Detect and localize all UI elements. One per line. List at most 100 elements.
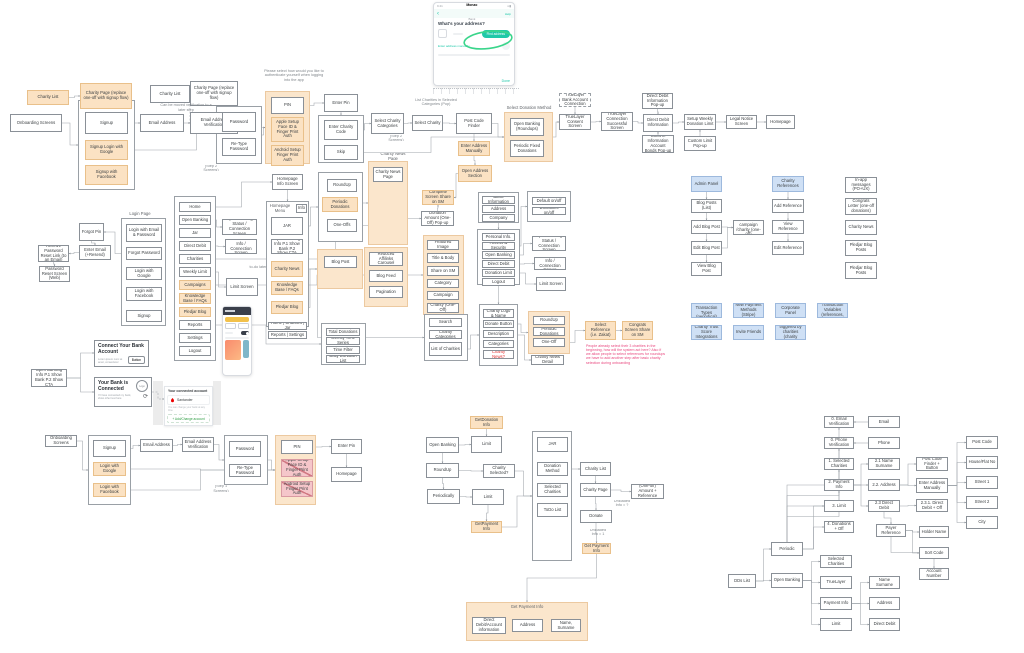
node-homepage1[interactable]: Homepage: [766, 115, 795, 129]
node-m-kb[interactable]: Knowledge Base / FAQs: [179, 293, 211, 304]
node-ntruelayer[interactable]: TrueLayer: [820, 576, 852, 589]
node-s-ob[interactable]: Open Banking: [482, 251, 515, 259]
node-inapp[interactable]: In-app messages (PO+UX): [845, 177, 877, 193]
node-donate3[interactable]: Donate: [580, 510, 612, 523]
node-ru-roundup[interactable]: RoundUp: [327, 179, 357, 192]
node-periodically3[interactable]: Periodically: [427, 489, 460, 504]
node-s-comp[interactable]: Company: [482, 214, 515, 222]
node-t-jar[interactable]: JAR: [537, 437, 568, 452]
node-nt-vars[interactable]: New Transaction Variables (references, c…: [817, 303, 848, 318]
node-addref[interactable]: Add Reference: [772, 199, 804, 213]
node-openaddr1[interactable]: Open Address Section: [458, 165, 492, 182]
node-ru-oneoff[interactable]: One-Offs: [327, 219, 357, 232]
node-t-selected[interactable]: Selected Charities: [537, 483, 568, 497]
node-charityrefs[interactable]: Charity References: [772, 176, 804, 192]
node-tlbank1[interactable]: TrueLayer Bank Account Connection: [559, 93, 591, 107]
node-forgotpin1[interactable]: Forgot Pin: [79, 223, 104, 241]
node-r-time[interactable]: Time Filter: [326, 346, 360, 354]
enter-address-manually-link[interactable]: Enter address manually: [438, 44, 470, 48]
node-lp-email1[interactable]: Login with Email & Password: [126, 224, 162, 242]
refresh-icon[interactable]: ⟳: [142, 394, 148, 400]
node-recvreset1[interactable]: Receive Password Reset Link (to an Email…: [38, 245, 69, 262]
node-limitscr1[interactable]: Limit Screen: [226, 278, 258, 296]
node-password2[interactable]: Password: [229, 441, 261, 457]
mini-card-teal[interactable]: [242, 340, 249, 358]
node-bp-oc1[interactable]: [317, 249, 363, 289]
node-enteraddr1[interactable]: Enter Address Manually: [458, 141, 490, 156]
node-ddinfo1[interactable]: Direct Debit Information: [643, 114, 673, 132]
node-cnp-w[interactable]: Charity News Page: [373, 167, 403, 182]
node-m-reports[interactable]: Reports: [179, 320, 211, 330]
address-input-placeholder[interactable]: [453, 32, 463, 35]
node-npcfinder[interactable]: Post Code Finder + Button: [916, 457, 948, 471]
node-hm-jar[interactable]: JAR: [271, 217, 303, 235]
mini-chip-right[interactable]: [237, 323, 249, 329]
mini-primary-button[interactable]: [225, 316, 249, 322]
add-change-account-link[interactable]: + Add/Change account: [167, 414, 210, 423]
node-m-jar[interactable]: Jar: [179, 228, 211, 238]
node-ddpopup1[interactable]: Direct Debit Information Pop-up: [642, 93, 673, 109]
node-n23dd[interactable]: 2.3 Direct Debit: [868, 500, 900, 512]
node-cpage3[interactable]: Charity Page: [580, 483, 611, 497]
node-m-logout[interactable]: Logout: [179, 346, 211, 356]
node-ob3[interactable]: Open Banking: [426, 437, 459, 453]
node-s-basic[interactable]: Basic Information: [482, 196, 515, 204]
node-limitscr2[interactable]: Limit Screen: [536, 277, 566, 291]
node-nemail[interactable]: Email: [868, 416, 900, 428]
node-f-title[interactable]: Title & Body: [427, 253, 459, 263]
node-enterpin2[interactable]: Enter Pin: [331, 439, 362, 454]
node-corp-panel[interactable]: Corporate Panel: [775, 303, 806, 318]
node-t-todo[interactable]: ToDo List: [537, 503, 568, 517]
node-hm-tab1[interactable]: Home | Charities | Jar: [268, 322, 307, 330]
node-apple1[interactable]: Apple Setup Face ID & Finger Print Auth: [271, 117, 304, 142]
node-homepage2[interactable]: Homepage: [331, 467, 362, 482]
node-enterpin1[interactable]: Enter Pin: [324, 94, 358, 112]
node-getpay-o1[interactable]: GetPayment Info: [471, 521, 502, 533]
node-n21name[interactable]: 2.1 Name Surname: [868, 458, 900, 470]
node-nhouse[interactable]: House/Flat No: [966, 456, 998, 469]
connect-bank-card[interactable]: Connect Your Bank Account Lorem ipsum nu…: [94, 340, 149, 367]
voice-icon[interactable]: [502, 42, 510, 50]
node-onboarding1[interactable]: Onboarding Screens: [10, 114, 62, 132]
node-m-campaigns[interactable]: Campaigns: [179, 280, 211, 290]
node-ru2-oneoff[interactable]: One-Off: [533, 338, 565, 347]
node-c-cat[interactable]: Categories: [483, 340, 514, 348]
connect-bank-button[interactable]: Button: [127, 356, 145, 364]
node-nstreet1[interactable]: Street 1: [966, 476, 998, 489]
node-nselchar2[interactable]: Selected Charities: [820, 555, 852, 568]
node-hm-tab2[interactable]: Reports | Settings: [268, 331, 307, 339]
node-d-default[interactable]: Default on/off: [532, 197, 566, 205]
node-addblog[interactable]: Add Blog Post: [691, 220, 722, 234]
node-nlimit2[interactable]: Limit: [820, 618, 852, 631]
node-affil-pag[interactable]: Pagination: [369, 286, 403, 298]
node-npayerref[interactable]: Payer Reference: [876, 524, 906, 537]
node-email2[interactable]: Email Address: [140, 439, 173, 452]
node-tlsuccess1[interactable]: TrueLayer Connection Successful Screen: [601, 112, 633, 131]
mini-card-coral[interactable]: [225, 340, 241, 360]
node-retype1[interactable]: Re-Type Password: [222, 138, 256, 156]
node-c-logo[interactable]: Charity Logo & Name: [483, 309, 514, 318]
node-obstatus2[interactable]: Open Banking Status / Connection Screen: [532, 236, 566, 251]
node-selcharity1[interactable]: Select Charity: [412, 115, 443, 131]
node-cndetail1[interactable]: Charity News Detail: [531, 355, 564, 365]
node-s-dd[interactable]: Direct Debit: [482, 260, 515, 268]
node-ob-roundups1[interactable]: Open Banking (Roundups): [510, 118, 544, 136]
node-affil-carousel[interactable]: Reduced Affilinks Carousel: [369, 252, 403, 266]
node-hm-cn[interactable]: Charity News: [271, 261, 303, 277]
node-signup-fb1[interactable]: Signup with Facebook: [85, 165, 128, 185]
node-charitynews-r[interactable]: Charity News: [845, 220, 877, 235]
node-nperiodic[interactable]: Periodic: [771, 542, 803, 556]
node-lg-google2[interactable]: Login with Google: [93, 462, 126, 476]
node-s-personal[interactable]: Personal Info.: [482, 233, 515, 241]
node-setuplimit1[interactable]: Setup Weekly Donation Limit: [684, 114, 716, 130]
node-clist3[interactable]: Charity List: [580, 462, 611, 476]
node-nphone[interactable]: Phone: [868, 437, 900, 449]
node-pcfinder1[interactable]: Post Code Finder: [456, 113, 492, 134]
node-nt-types[interactable]: New Transaction Types (periodical): [691, 303, 722, 318]
node-gp-dd[interactable]: Direct Debit/Account information: [472, 617, 506, 634]
node-s-limit[interactable]: Donation Limit: [482, 269, 515, 277]
node-d-donations[interactable]: Donations on/off: [532, 207, 566, 215]
node-n2payment[interactable]: 2. Payment Info: [824, 479, 854, 491]
node-t-method[interactable]: Donation Method: [537, 462, 568, 476]
node-selref1[interactable]: Select Reference (i.e. Zakat): [585, 321, 616, 340]
